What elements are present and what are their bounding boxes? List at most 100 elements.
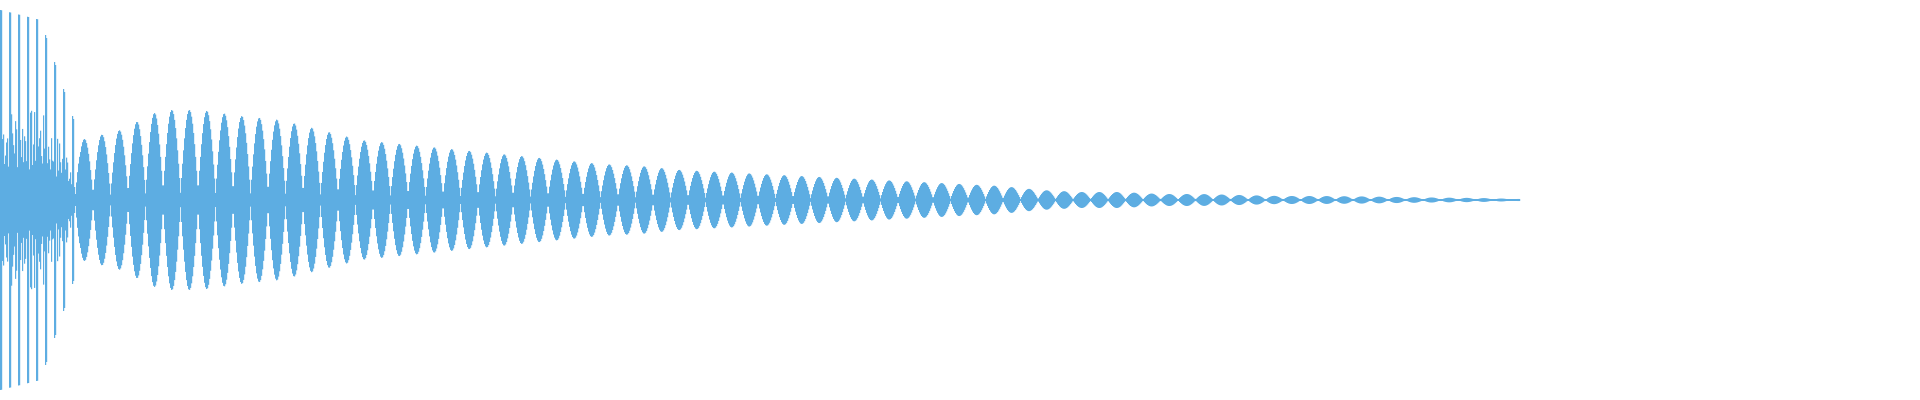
waveform-sample — [1015, 190, 1017, 210]
waveform-sample — [1270, 196, 1272, 204]
waveform-sample — [4, 164, 6, 236]
waveform-sample — [294, 123, 296, 277]
waveform-sample — [242, 116, 244, 284]
waveform-sample — [1504, 198, 1506, 202]
waveform-sample — [17, 167, 19, 233]
waveform-sample — [1058, 194, 1060, 206]
waveform-sample — [1069, 194, 1071, 206]
waveform-sample — [875, 183, 877, 217]
waveform-sample — [434, 147, 436, 253]
waveform-sample — [988, 191, 990, 209]
waveform-sample — [719, 182, 721, 218]
waveform-sample — [138, 124, 140, 276]
waveform-sample — [753, 180, 755, 220]
waveform-sample — [1237, 195, 1239, 205]
waveform-sample — [1189, 194, 1191, 206]
waveform-sample — [295, 125, 297, 275]
waveform-sample — [21, 157, 23, 243]
waveform-sample — [732, 172, 734, 228]
waveform-sample — [178, 163, 180, 237]
waveform-sample — [892, 183, 894, 217]
waveform-sample — [215, 192, 217, 208]
waveform-sample — [1410, 197, 1412, 203]
waveform-sample — [680, 170, 682, 230]
waveform-sample — [1326, 196, 1328, 204]
waveform-sample — [817, 177, 819, 223]
waveform-sample — [176, 138, 178, 262]
waveform-sample — [270, 161, 272, 239]
waveform-sample — [1021, 197, 1023, 203]
waveform-sample — [1282, 199, 1284, 201]
waveform-sample — [240, 117, 242, 283]
waveform-sample — [1055, 199, 1057, 201]
waveform-sample — [560, 168, 562, 232]
waveform-sample — [1291, 196, 1293, 204]
waveform-sample — [619, 188, 621, 212]
waveform-sample — [1153, 193, 1155, 207]
waveform-sample — [122, 139, 124, 261]
waveform-sample — [70, 172, 72, 228]
waveform-sample — [287, 168, 289, 232]
waveform-sample — [910, 185, 912, 215]
waveform-sample — [853, 178, 855, 222]
waveform-sample — [1010, 187, 1012, 213]
waveform-sample — [1255, 195, 1257, 205]
waveform-sample — [932, 197, 934, 203]
waveform-sample — [312, 128, 314, 272]
waveform-sample — [298, 143, 300, 257]
waveform-sample — [485, 153, 487, 247]
waveform-sample — [1168, 194, 1170, 206]
waveform-sample — [710, 177, 712, 223]
waveform-sample — [98, 145, 100, 255]
waveform-sample — [1128, 195, 1130, 205]
waveform-sample — [843, 191, 845, 209]
waveform-sample — [37, 19, 39, 381]
waveform-sample — [825, 189, 827, 211]
waveform-sample — [306, 154, 308, 246]
waveform-sample — [1229, 198, 1231, 202]
waveform-sample — [1413, 197, 1415, 203]
waveform-sample — [1230, 199, 1232, 201]
waveform-sample — [605, 171, 607, 229]
waveform-sample — [1054, 197, 1056, 203]
waveform-sample — [267, 186, 269, 214]
waveform-sample — [1343, 196, 1345, 204]
waveform-sample — [1430, 197, 1432, 203]
waveform-sample — [1113, 193, 1115, 207]
waveform-sample — [101, 134, 103, 266]
waveform-sample — [1232, 197, 1234, 203]
waveform-sample — [794, 192, 796, 208]
waveform-sample — [1354, 198, 1356, 202]
waveform-sample — [1259, 195, 1261, 205]
waveform-sample — [561, 172, 563, 228]
waveform-sample — [109, 183, 111, 217]
waveform-sample — [550, 180, 552, 220]
waveform-sample — [172, 110, 174, 290]
waveform-sample — [1487, 198, 1489, 202]
waveform-sample — [633, 186, 635, 214]
waveform-sample — [77, 172, 79, 228]
waveform-sample — [621, 178, 623, 222]
waveform-sample — [407, 191, 409, 209]
waveform-sample — [1277, 196, 1279, 204]
waveform-sample — [257, 121, 259, 279]
waveform-sample — [1371, 199, 1373, 201]
waveform-sample — [1344, 196, 1346, 204]
waveform-sample — [1310, 196, 1312, 204]
waveform-sample — [913, 192, 915, 208]
waveform-sample — [1104, 195, 1106, 205]
waveform-sample — [1298, 198, 1300, 202]
waveform-sample — [790, 188, 792, 212]
waveform-sample — [350, 150, 352, 250]
waveform-sample — [313, 131, 315, 269]
waveform-sample — [1146, 195, 1148, 205]
waveform-sample — [525, 165, 527, 235]
waveform-sample — [1091, 198, 1093, 202]
waveform-sample — [983, 194, 985, 206]
waveform-sample — [261, 124, 263, 276]
waveform-sample — [1218, 195, 1220, 205]
waveform-sample — [860, 189, 862, 211]
waveform-sample — [703, 188, 705, 212]
waveform-sample — [935, 191, 937, 209]
waveform-sample — [555, 160, 557, 240]
